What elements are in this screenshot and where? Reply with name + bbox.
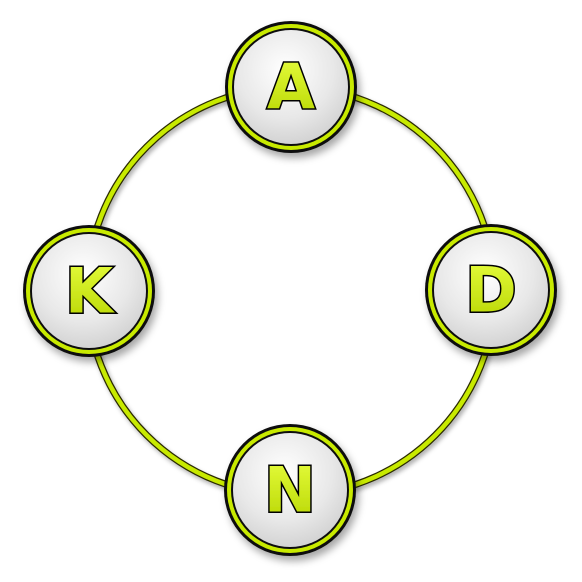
node-k: K [23, 225, 155, 357]
node-k-label: K [65, 255, 115, 328]
node-d: D [425, 224, 557, 356]
node-a-label: A [267, 51, 315, 124]
node-d-label: D [465, 254, 516, 327]
node-a: A [225, 21, 357, 153]
node-n: N [224, 424, 356, 556]
node-n-label: N [264, 454, 316, 527]
